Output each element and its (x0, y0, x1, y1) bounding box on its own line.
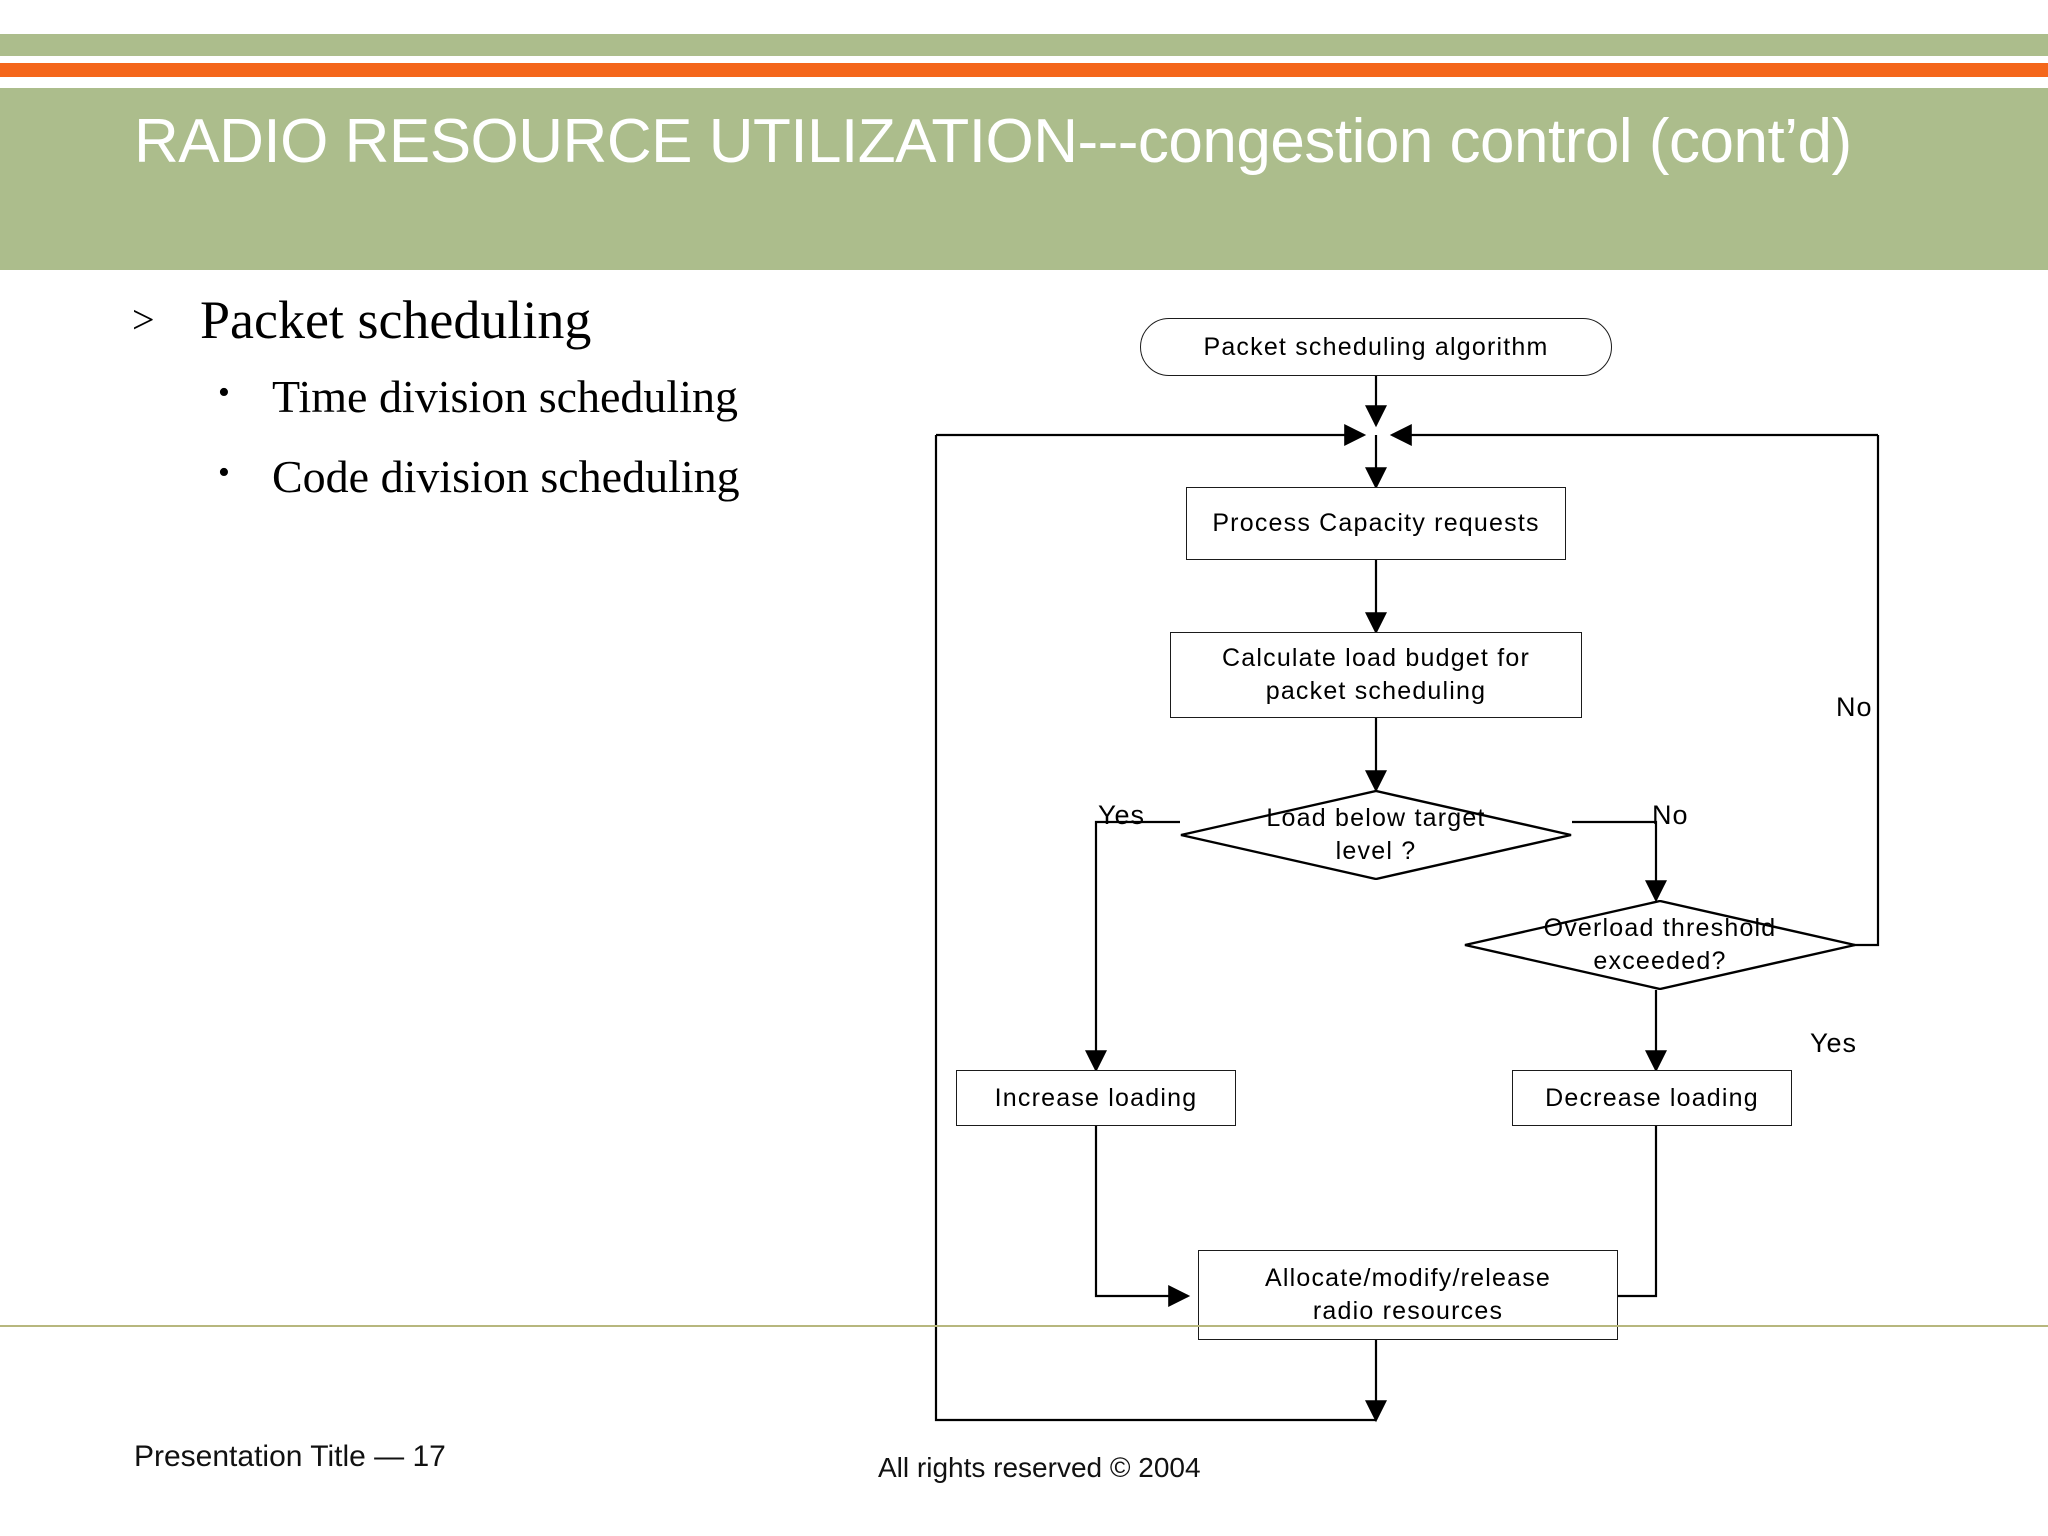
bullet-level2-label: Time division scheduling (272, 371, 738, 422)
footer-copyright: All rights reserved © 2004 (878, 1452, 1201, 1483)
flow-node-start: Packet scheduling algorithm (1140, 318, 1612, 376)
dot-bullet-icon: • (218, 374, 230, 411)
flow-node-decision-1-label: Load below target level ? (1266, 804, 1486, 865)
footer-presentation-title: Presentation Title — 17 (134, 1440, 446, 1473)
flow-node-process: Process Capacity requests (1186, 487, 1566, 560)
dot-bullet-icon: • (218, 454, 230, 491)
top-green-bar (0, 34, 2048, 56)
diamond-shape-icon (1464, 900, 1856, 990)
title-band (0, 88, 2048, 270)
flow-node-decision-load-below-target: Load below target level ? (1180, 790, 1572, 880)
flow-node-calculate: Calculate load budget for packet schedul… (1170, 632, 1582, 718)
top-orange-bar (0, 63, 2048, 77)
edge-label-decision1-yes: Yes (1098, 800, 1146, 830)
bullet-level2: • Code division scheduling (0, 450, 900, 504)
chevron-bullet-icon: > (132, 297, 155, 342)
flow-node-decrease-loading: Decrease loading (1512, 1070, 1792, 1126)
edge-label-decision2-no: No (1836, 692, 1873, 722)
bullet-level2: • Time division scheduling (0, 370, 900, 424)
flow-node-increase-loading: Increase loading (956, 1070, 1236, 1126)
bullet-level1: > Packet scheduling (0, 290, 900, 350)
bullet-list: > Packet scheduling • Time division sche… (0, 290, 900, 530)
bullet-level1-label: Packet scheduling (200, 290, 592, 350)
flow-node-decision-overload-threshold: Overload threshold exceeded? (1464, 900, 1856, 990)
edge-label-decision2-yes: Yes (1810, 1028, 1858, 1058)
flow-node-decision-2-label: Overload threshold exceeded? (1543, 914, 1777, 975)
bullet-level2-label: Code division scheduling (272, 451, 740, 502)
page-title: RADIO RESOURCE UTILIZATION---congestion … (134, 107, 1852, 176)
diamond-shape-icon (1180, 790, 1572, 880)
footer-divider (0, 1325, 2048, 1327)
edge-label-decision1-no: No (1652, 800, 1689, 830)
